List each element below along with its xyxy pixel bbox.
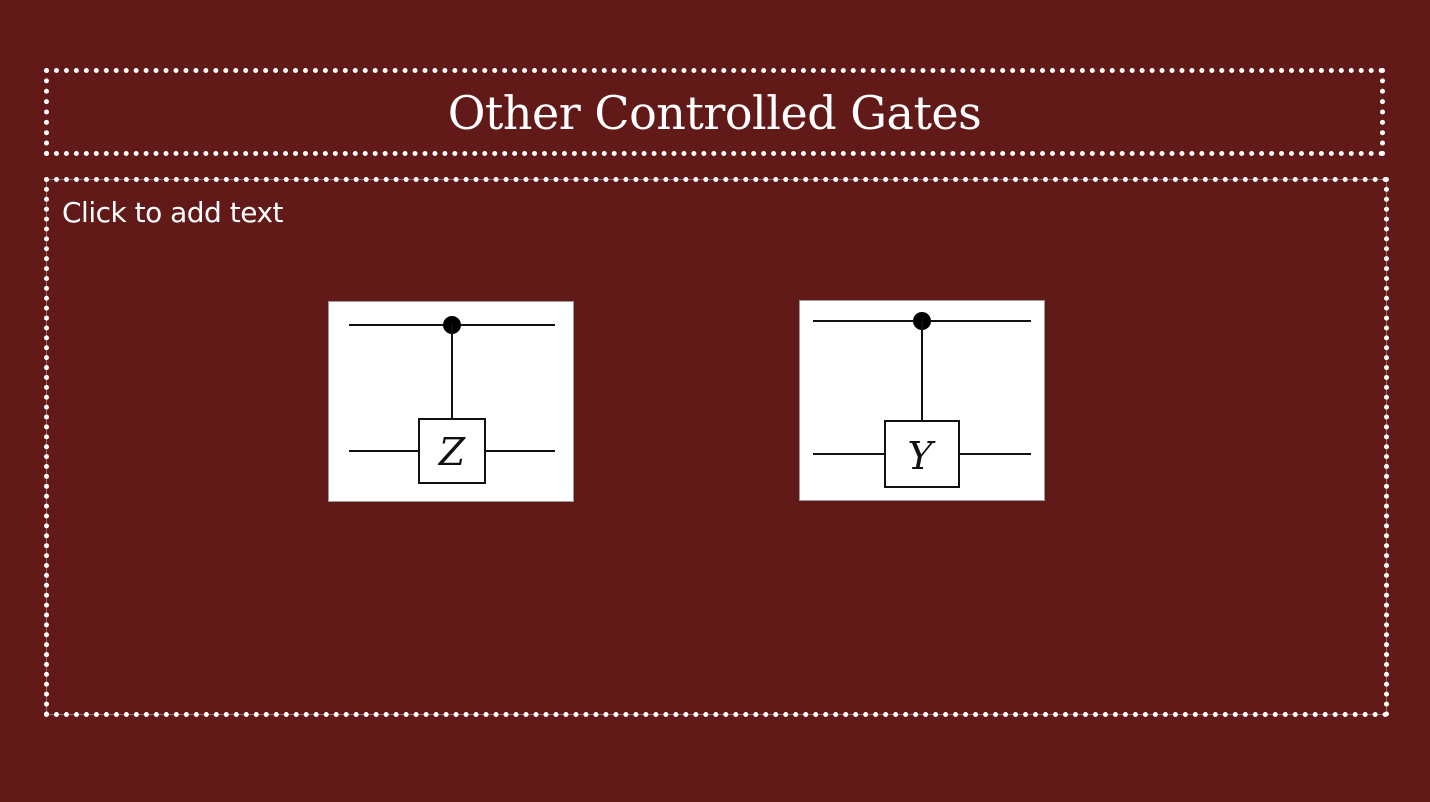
- z-gate-label: Z: [438, 430, 466, 474]
- controlled-z-circuit-diagram: Z: [349, 316, 555, 484]
- y-gate-box: [884, 420, 960, 488]
- controlled-y-circuit-diagram: Y: [813, 312, 1031, 488]
- controlled-y-circuit-image[interactable]: Y: [799, 300, 1045, 501]
- y-gate-label: Y: [907, 434, 936, 478]
- slide-title: Other Controlled Gates: [447, 86, 982, 140]
- content-placeholder-text: Click to add text: [62, 196, 284, 229]
- content-placeholder[interactable]: Click to add text: [44, 177, 1389, 717]
- z-gate-box: [418, 418, 486, 484]
- controlled-z-circuit-image[interactable]: Z: [328, 301, 574, 502]
- title-placeholder[interactable]: Other Controlled Gates: [44, 68, 1385, 156]
